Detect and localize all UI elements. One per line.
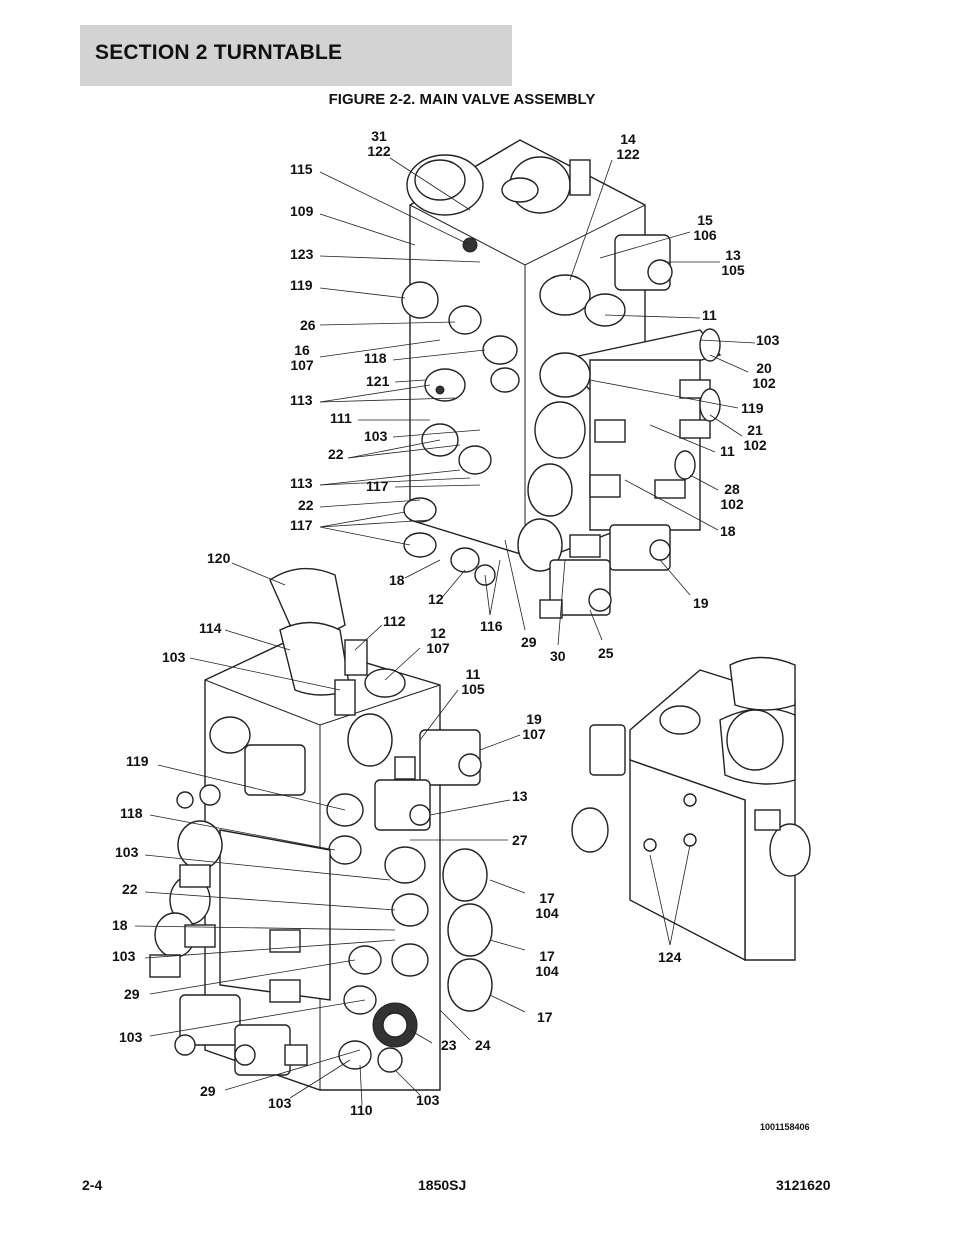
callout-103-lower-a: 103 — [115, 844, 139, 860]
callout-119-right: 119 — [741, 400, 764, 416]
callout-103-lower-b: 103 — [112, 948, 136, 964]
callout-113-a: 113 — [290, 392, 313, 408]
callout-103-lower-c: 103 — [119, 1029, 143, 1045]
callout-103-lower-e: 103 — [416, 1092, 440, 1108]
callout-11-top: 11 — [702, 307, 717, 323]
callout-124: 124 — [658, 949, 682, 965]
callout-17: 17 — [537, 1009, 553, 1025]
callout-11-right: 11 — [720, 443, 735, 459]
callout-22-a: 22 — [328, 446, 344, 462]
callout-103-lower-top: 103 — [162, 649, 186, 665]
callout-118-lower: 118 — [120, 805, 143, 821]
model-number: 1850SJ — [418, 1177, 467, 1193]
callout-117-b: 117 — [290, 517, 313, 533]
callout-13-lower: 13 — [512, 788, 528, 804]
callout-27: 27 — [512, 832, 528, 848]
callout-113-b: 113 — [290, 475, 313, 491]
callout-109: 109 — [290, 203, 314, 219]
callout-114: 114 — [199, 620, 222, 636]
callout-111: 111 — [330, 410, 352, 426]
callout-19-top: 19 — [693, 595, 709, 611]
callout-116: 116 — [480, 618, 503, 634]
page-number: 2-4 — [82, 1177, 103, 1193]
lower-valve-block — [149, 567, 493, 1091]
document-number: 3121620 — [776, 1177, 831, 1193]
callout-119-lower: 119 — [126, 753, 149, 769]
leader-lines — [134, 157, 756, 1106]
callout-29-lower-b: 29 — [200, 1083, 216, 1099]
callout-25: 25 — [598, 645, 614, 661]
callout-24: 24 — [475, 1037, 491, 1053]
upper-valve-block — [401, 139, 722, 619]
callout-23: 23 — [441, 1037, 457, 1053]
figure-title: FIGURE 2-2. MAIN VALVE ASSEMBLY — [328, 91, 596, 108]
callout-29-top: 29 — [521, 634, 537, 650]
callout-18-right: 18 — [720, 523, 736, 539]
callout-123: 123 — [290, 246, 314, 262]
rear-view-block — [571, 656, 811, 962]
callout-29-lower-a: 29 — [124, 986, 140, 1002]
callout-103-lower-d: 103 — [268, 1095, 292, 1111]
callout-112: 112 — [383, 613, 406, 629]
callout-22-lower: 22 — [122, 881, 138, 897]
callout-120: 120 — [207, 550, 231, 566]
callout-18-left: 18 — [389, 572, 405, 588]
callout-12: 12 — [428, 591, 444, 607]
callout-18-lower: 18 — [112, 917, 128, 933]
callout-115: 115 — [290, 161, 313, 177]
section-title: SECTION 2 TURNTABLE — [95, 41, 343, 64]
callout-22-b: 22 — [298, 497, 314, 513]
callout-110: 110 — [350, 1102, 373, 1118]
callout-121: 121 — [366, 373, 390, 389]
section-header: SECTION 2 TURNTABLE — [80, 25, 512, 86]
callout-103-mid: 103 — [364, 428, 388, 444]
callout-118-top: 118 — [364, 350, 387, 366]
callout-26: 26 — [300, 317, 316, 333]
drawing-number: 1001158406 — [760, 1122, 810, 1132]
callout-117-a: 117 — [366, 478, 389, 494]
callout-30: 30 — [550, 648, 566, 664]
callout-103-top: 103 — [756, 332, 780, 348]
callout-119-top: 119 — [290, 277, 313, 293]
